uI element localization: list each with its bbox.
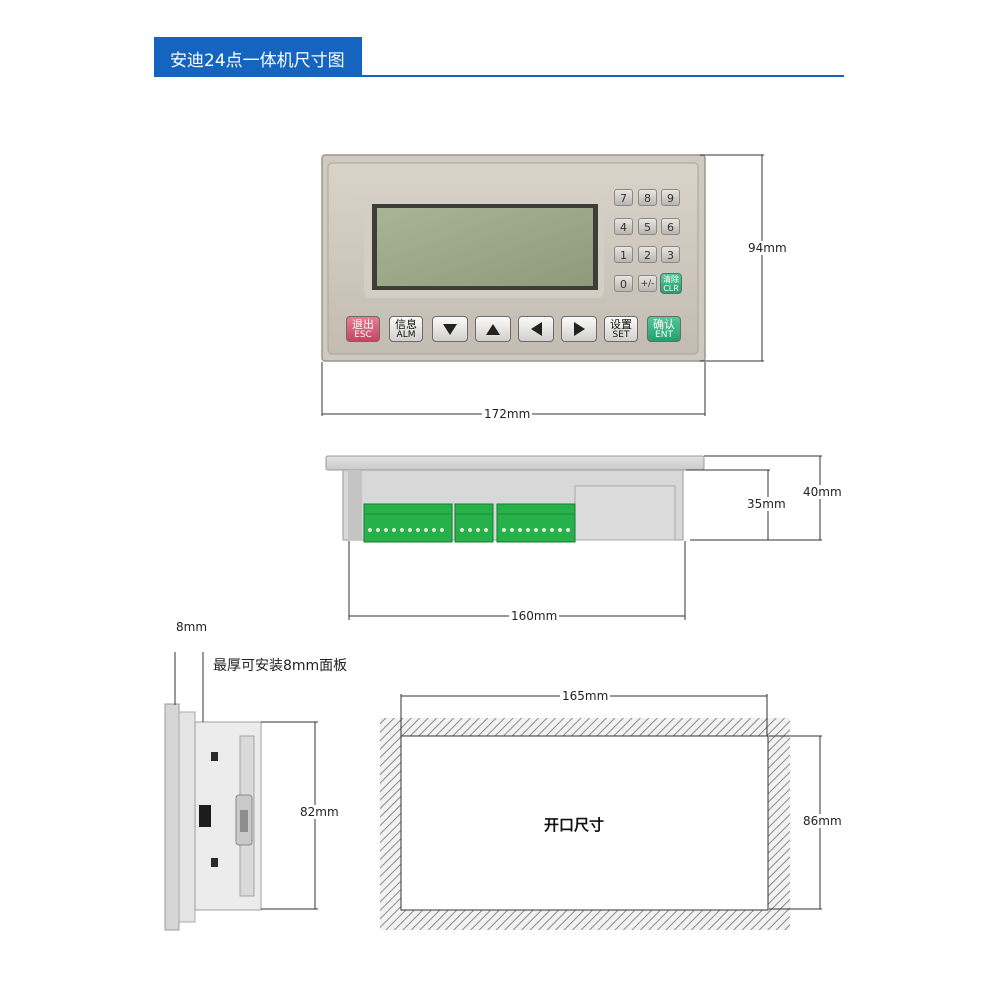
key-1[interactable]: 1 — [614, 246, 633, 263]
header-bar — [154, 37, 362, 77]
down-arrow-key[interactable] — [432, 316, 468, 342]
top-depth-outer-label: 40mm — [801, 485, 844, 499]
esc-key-bottom-label: ESC — [354, 330, 372, 340]
page-title: 安迪24点一体机尺寸图 — [170, 51, 345, 71]
key-plus-minus[interactable]: +/- — [638, 275, 657, 292]
set-key[interactable]: 设置 SET — [604, 316, 638, 342]
clear-key-top-label: 清除 — [663, 275, 679, 284]
panel-thickness-label: 8mm — [176, 620, 208, 634]
esc-key[interactable]: 退出 ESC — [346, 316, 380, 342]
cutout-height-label: 86mm — [801, 814, 844, 828]
panel-note: 最厚可安装8mm面板 — [213, 658, 348, 674]
side-height-label: 82mm — [298, 805, 341, 819]
key-5[interactable]: 5 — [638, 218, 657, 235]
left-arrow-key[interactable] — [518, 316, 554, 342]
cutout-label: 开口尺寸 — [544, 816, 605, 834]
key-9[interactable]: 9 — [661, 189, 680, 206]
ent-key-top-label: 确认 — [653, 318, 675, 331]
side-view-device — [164, 703, 262, 931]
clear-key-bottom-label: CLR — [663, 284, 679, 293]
cutout-diagram — [380, 718, 790, 930]
set-key-bottom-label: SET — [612, 330, 630, 340]
front-view-device — [321, 154, 706, 362]
right-arrow-key[interactable] — [561, 316, 597, 342]
key-0[interactable]: 0 — [614, 275, 633, 292]
up-arrow-key[interactable] — [475, 316, 511, 342]
alm-key[interactable]: 信息 ALM — [389, 316, 423, 342]
alm-key-bottom-label: ALM — [396, 330, 416, 340]
alm-key-top-label: 信息 — [395, 318, 417, 331]
header-underline — [154, 75, 844, 77]
front-height-label: 94mm — [746, 241, 789, 255]
up-arrow-icon — [486, 323, 500, 335]
down-arrow-icon — [443, 323, 457, 335]
ent-key[interactable]: 确认 ENT — [647, 316, 681, 342]
top-depth-inner-label: 35mm — [745, 497, 788, 511]
key-6[interactable]: 6 — [661, 218, 680, 235]
right-arrow-icon — [573, 322, 585, 336]
clear-key[interactable]: 清除 CLR — [660, 273, 682, 294]
set-key-top-label: 设置 — [610, 318, 632, 331]
esc-key-top-label: 退出 — [352, 318, 374, 331]
key-7[interactable]: 7 — [614, 189, 633, 206]
top-view-device — [325, 455, 705, 543]
key-3[interactable]: 3 — [661, 246, 680, 263]
left-arrow-icon — [530, 322, 542, 336]
front-width-label: 172mm — [482, 407, 533, 421]
key-8[interactable]: 8 — [638, 189, 657, 206]
top-width-label: 160mm — [509, 609, 560, 623]
ent-key-bottom-label: ENT — [655, 330, 673, 340]
key-4[interactable]: 4 — [614, 218, 633, 235]
key-2[interactable]: 2 — [638, 246, 657, 263]
cutout-width-label: 165mm — [560, 689, 611, 703]
